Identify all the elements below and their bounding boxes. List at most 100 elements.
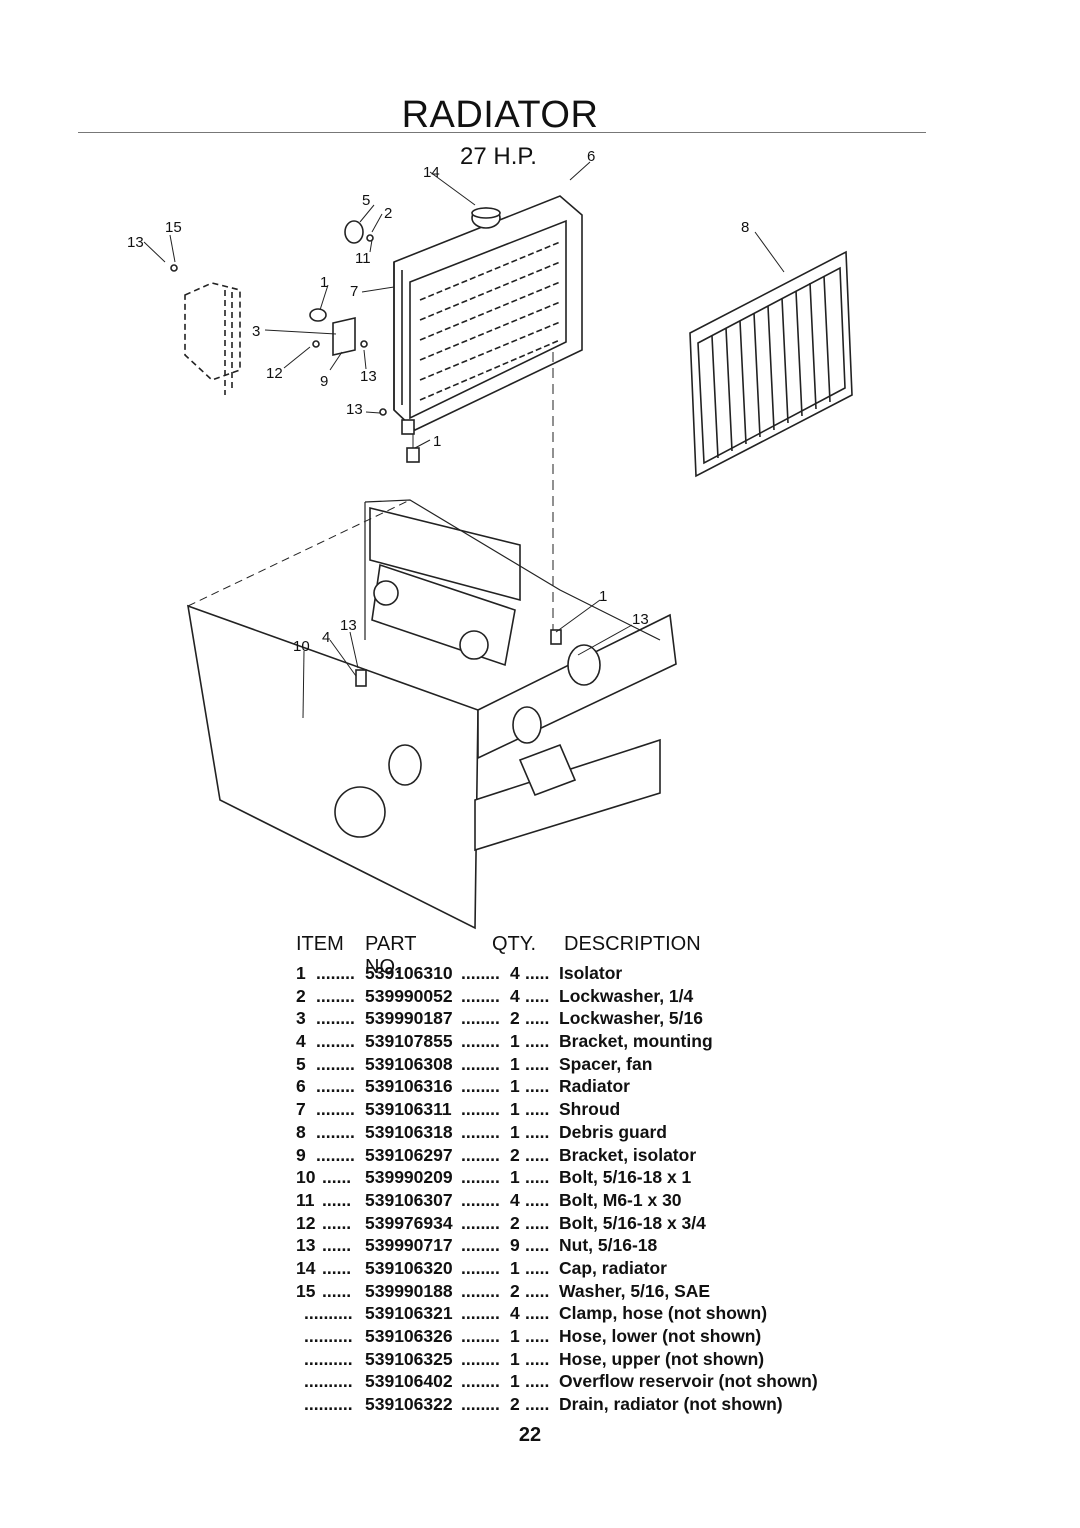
header-qty: QTY. — [492, 933, 537, 955]
leader-dots: ..... — [525, 1280, 550, 1301]
leader-dots: ........ — [461, 1099, 500, 1120]
leader-dots: .......... — [304, 1303, 353, 1324]
callout-13: 13 — [340, 617, 357, 634]
row-description: Bolt, 5/16-18 x 3/4 — [559, 1212, 706, 1233]
leader-dots: .......... — [304, 1394, 353, 1415]
row-description: Bolt, 5/16-18 x 1 — [559, 1167, 692, 1188]
callout-14: 14 — [423, 164, 440, 181]
callout-2: 2 — [384, 205, 392, 222]
row-part-no: 539990187 — [365, 1008, 453, 1029]
leader-dots: ..... — [525, 1099, 550, 1120]
row-description: Washer, 5/16, SAE — [559, 1280, 711, 1301]
callout-7: 7 — [350, 283, 358, 300]
row-qty: 2 — [510, 1280, 520, 1301]
row-description: Drain, radiator (not shown) — [559, 1394, 783, 1415]
row-qty: 4 — [510, 985, 520, 1006]
row-qty: 1 — [510, 1326, 520, 1346]
debris-guard-drawing — [689, 250, 853, 478]
callout-8: 8 — [741, 219, 749, 236]
row-part-no: 539990052 — [365, 985, 453, 1006]
leader-dots: ........ — [461, 1167, 500, 1188]
row-item: 9 — [296, 1144, 306, 1165]
row-item: 14 — [296, 1257, 316, 1278]
leader-dots: ..... — [525, 1257, 550, 1278]
callout-13: 13 — [127, 234, 144, 251]
row-part-no: 539990717 — [365, 1235, 453, 1256]
row-qty: 9 — [510, 1235, 520, 1256]
leader-dots: ........ — [461, 1076, 500, 1097]
leader-dots: ...... — [322, 1235, 352, 1256]
row-item: 13 — [296, 1235, 316, 1256]
leader-dots: ..... — [525, 1121, 550, 1142]
callout-1: 1 — [320, 274, 328, 291]
leader-dots: ........ — [461, 1031, 500, 1052]
exploded-parts-diagram: 14 6 5 2 15 13 11 8 1 7 3 12 9 13 13 1 1… — [127, 148, 853, 930]
leader-dots: ........ — [461, 1212, 500, 1233]
callout-13: 13 — [360, 368, 377, 385]
leader-dots: ..... — [525, 1212, 550, 1233]
row-description: Radiator — [559, 1076, 630, 1097]
header-item: ITEM — [296, 933, 344, 955]
row-description: Shroud — [559, 1099, 621, 1120]
row-part-no: 539106297 — [365, 1144, 453, 1165]
leader-dots: ........ — [461, 1053, 500, 1074]
leader-dots: ...... — [322, 1257, 352, 1278]
leader-dots: ..... — [525, 1144, 550, 1165]
row-part-no: 539990209 — [365, 1167, 453, 1188]
leader-dots: ........ — [316, 1076, 355, 1097]
frame-drawing — [186, 499, 677, 930]
callout-11: 11 — [355, 250, 371, 267]
page-subtitle: 27 H.P. — [460, 143, 537, 170]
leader-dots: ..... — [525, 1303, 550, 1324]
leader-dots: .......... — [304, 1326, 353, 1346]
row-part-no: 539106307 — [365, 1189, 453, 1210]
leader-dots: ........ — [461, 1235, 500, 1256]
callout-4: 4 — [322, 629, 330, 646]
row-description: Bolt, M6-1 x 30 — [559, 1189, 682, 1210]
row-item: 7 — [296, 1099, 306, 1120]
leader-dots: ...... — [322, 1212, 352, 1233]
shroud-drawing — [184, 282, 241, 395]
leader-dots: ........ — [316, 985, 355, 1006]
leader-dots: ..... — [525, 1371, 550, 1392]
leader-dots: .......... — [304, 1371, 353, 1392]
leader-lines — [143, 161, 785, 719]
leader-dots: ........ — [461, 1303, 500, 1324]
row-description: Overflow reservoir (not shown) — [559, 1371, 818, 1392]
leader-dots: ...... — [322, 1280, 352, 1301]
leader-dots: ........ — [316, 1121, 355, 1142]
row-description: Hose, lower (not shown) — [559, 1326, 762, 1346]
leader-dots: ........ — [461, 1257, 500, 1278]
leader-dots: ........ — [461, 1326, 500, 1346]
callout-10: 10 — [293, 638, 310, 655]
row-part-no: 539106318 — [365, 1121, 453, 1142]
leader-dots: ..... — [525, 1008, 550, 1029]
row-part-no: 539106402 — [365, 1371, 453, 1392]
row-part-no: 539106325 — [365, 1348, 453, 1369]
row-qty: 1 — [510, 1053, 520, 1074]
leader-dots: ........ — [316, 1053, 355, 1074]
row-part-no: 539106320 — [365, 1257, 453, 1278]
row-qty: 2 — [510, 1212, 520, 1233]
row-qty: 4 — [510, 1189, 520, 1210]
row-description: Bracket, isolator — [559, 1144, 697, 1165]
radiator-drawing — [393, 195, 583, 640]
leader-dots: ..... — [525, 1053, 550, 1074]
callout-12: 12 — [266, 365, 283, 382]
row-part-no: 539106321 — [365, 1303, 453, 1324]
row-part-no: 539990188 — [365, 1280, 453, 1301]
leader-dots: ........ — [461, 1394, 500, 1415]
leader-dots: ........ — [461, 985, 500, 1006]
row-description: Debris guard — [559, 1121, 667, 1142]
leader-dots: ..... — [525, 1189, 550, 1210]
leader-dots: ........ — [461, 1121, 500, 1142]
row-item: 4 — [296, 1031, 306, 1052]
row-item: 6 — [296, 1076, 306, 1097]
row-part-no: 539106322 — [365, 1394, 453, 1415]
row-item: 12 — [296, 1212, 316, 1233]
row-qty: 4 — [510, 1303, 520, 1324]
callout-5: 5 — [362, 192, 370, 209]
leader-dots: ..... — [525, 1394, 550, 1415]
callout-13: 13 — [346, 401, 363, 418]
leader-dots: ........ — [461, 1144, 500, 1165]
